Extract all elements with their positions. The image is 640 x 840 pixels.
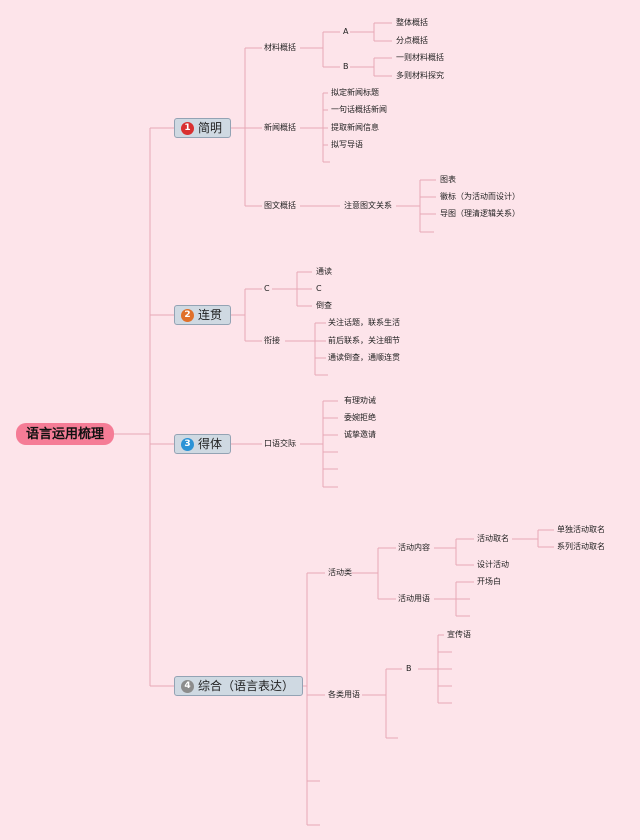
node-A: A — [343, 27, 349, 36]
number-2-icon: 2 — [181, 308, 194, 322]
leaf: 前后联系，关注细节 — [328, 336, 400, 345]
leaf: 通读倒查，通顺连贯 — [328, 353, 400, 362]
section-label: 简明 — [198, 121, 223, 135]
leaf: 多则材料探究 — [396, 71, 444, 80]
node-C: C — [264, 284, 270, 293]
leaf: 图表 — [440, 175, 456, 184]
leaf: 徽标（为活动而设计） — [440, 192, 520, 201]
leaf: 整体概括 — [396, 18, 428, 27]
section-label: 得体 — [198, 437, 223, 451]
number-3-icon: 3 — [181, 437, 194, 451]
leaf: 委婉拒绝 — [344, 413, 376, 422]
node-kouyu-jiaoji: 口语交际 — [264, 439, 296, 448]
node-cailiao-gaikuo: 材料概括 — [264, 43, 296, 52]
number-1-icon: 1 — [181, 121, 194, 135]
leaf: C — [316, 284, 322, 293]
leaf: 单独活动取名 — [557, 525, 605, 534]
node-B: B — [406, 664, 412, 673]
node-xianjie: 衔接 — [264, 336, 280, 345]
node-gelei-yongyu: 各类用语 — [328, 690, 360, 699]
section-lianguan: 2 连贯 — [174, 305, 232, 325]
node-tuwen-gaikuo: 图文概括 — [264, 201, 296, 210]
root-node: 语言运用梳理 — [16, 423, 114, 445]
node-B: B — [343, 62, 349, 71]
node-tuwen-guanxi: 注意图文关系 — [344, 201, 392, 210]
leaf: 诚挚邀请 — [344, 430, 376, 439]
node-huodong-neirong: 活动内容 — [398, 543, 430, 552]
leaf: 通读 — [316, 267, 332, 276]
leaf: 一句话概括新闻 — [331, 105, 387, 114]
leaf: 开场白 — [477, 577, 501, 586]
leaf: 一则材料概括 — [396, 53, 444, 62]
section-zonghe: 4 综合（语言表达） — [174, 676, 304, 696]
leaf: 拟定新闻标题 — [331, 88, 379, 97]
leaf: 宣传语 — [447, 630, 471, 639]
number-4-icon: 4 — [181, 679, 194, 693]
leaf: 导图（理清逻辑关系） — [440, 209, 520, 218]
leaf: 有理劝诫 — [344, 396, 376, 405]
leaf: 分点概括 — [396, 36, 428, 45]
node-huodong-lei: 活动类 — [328, 568, 352, 577]
section-deti: 3 得体 — [174, 434, 232, 454]
leaf: 设计活动 — [477, 560, 509, 569]
section-jianming: 1 简明 — [174, 118, 232, 138]
leaf: 关注话题，联系生活 — [328, 318, 400, 327]
leaf: 拟写导语 — [331, 140, 363, 149]
leaf: 倒查 — [316, 301, 332, 310]
node-huodong-yongyu: 活动用语 — [398, 594, 430, 603]
leaf: 提取新闻信息 — [331, 123, 379, 132]
section-label: 综合（语言表达） — [198, 679, 295, 693]
node-xinwen-gaikuo: 新闻概括 — [264, 123, 296, 132]
node-huodong-quming: 活动取名 — [477, 534, 509, 543]
leaf: 系列活动取名 — [557, 542, 605, 551]
section-label: 连贯 — [198, 308, 223, 322]
